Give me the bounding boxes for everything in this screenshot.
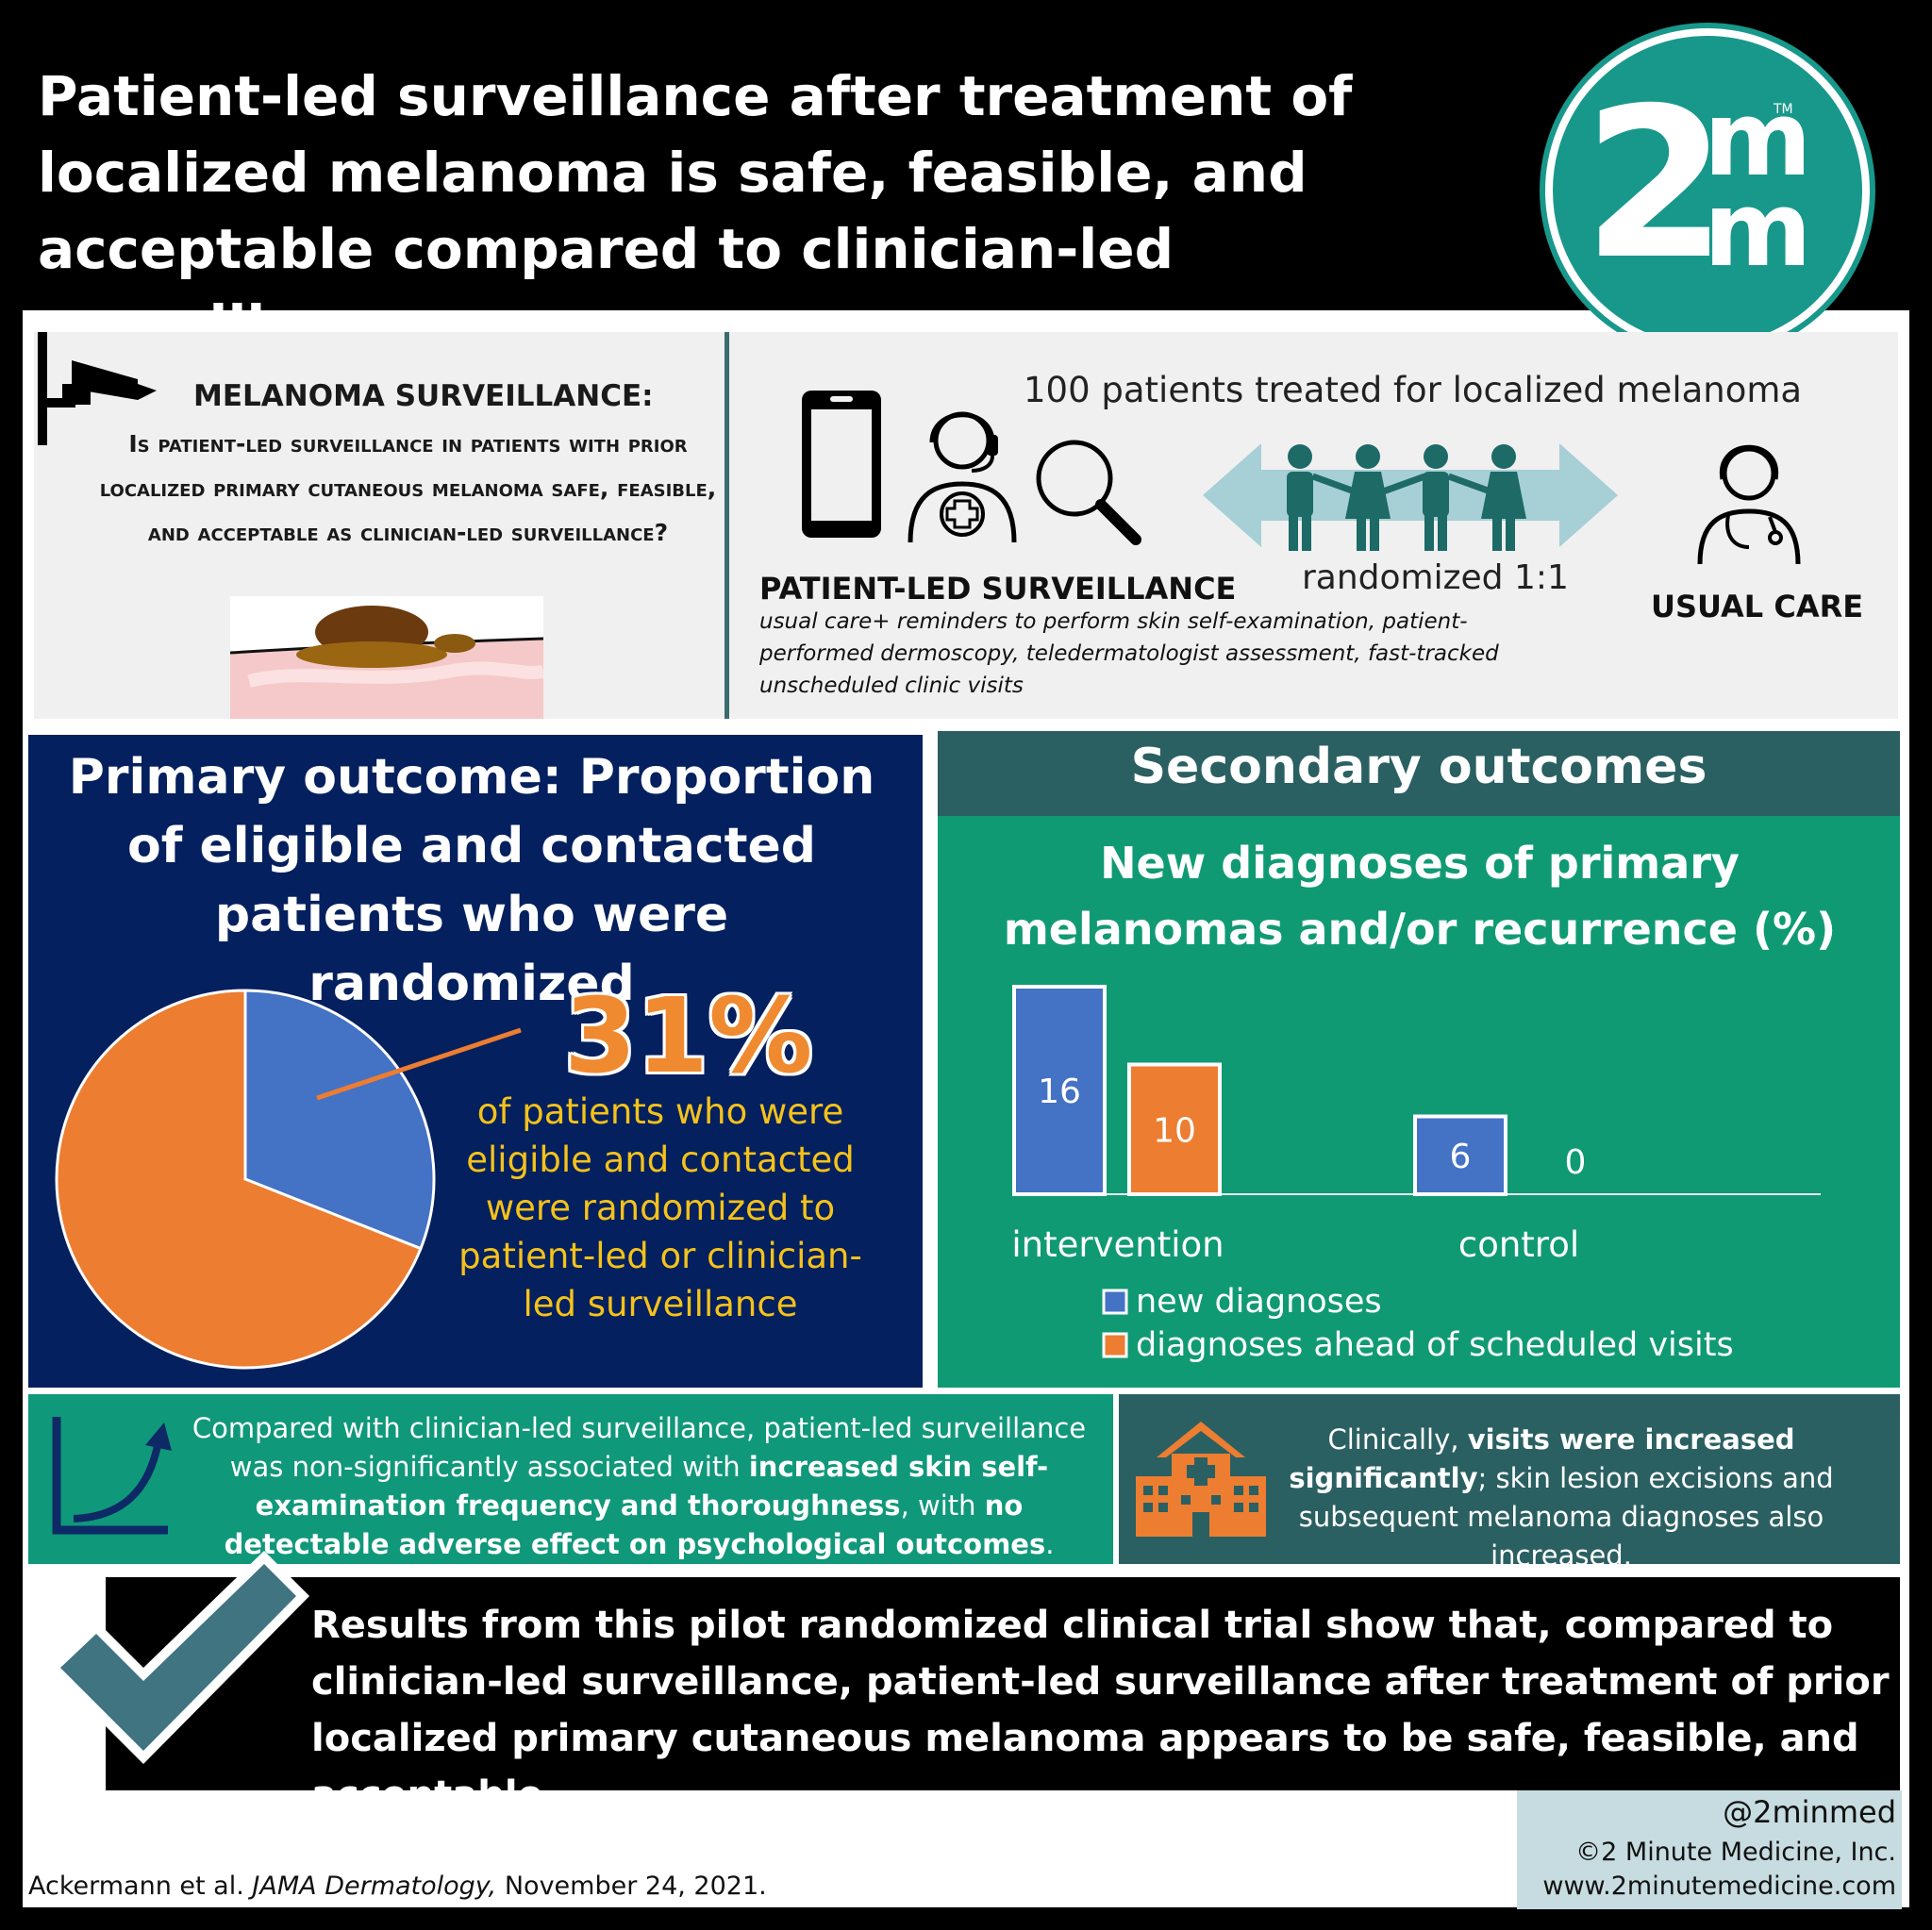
category-label: intervention <box>1011 1224 1224 1265</box>
findings-left-text-part: , with <box>900 1489 985 1522</box>
bar-intervention-1 <box>1127 1062 1222 1196</box>
citation-journal: JAMA Dermatology, <box>252 1872 497 1901</box>
findings-left-panel <box>28 1394 1113 1564</box>
website-link[interactable]: www.2minutemedicine.com <box>1542 1872 1896 1901</box>
sample-size-label: 100 patients treated for localized melan… <box>1024 370 1803 410</box>
doctor-icon <box>1697 444 1801 564</box>
secondary-outcome-bar-chart: 16 10 intervention 6 0 control new diagnoses di… <box>1011 985 1821 1364</box>
logo-numeral: 2 <box>1582 63 1727 305</box>
conclusion-bar <box>106 1577 1900 1790</box>
bar-value-label: 6 <box>1450 1138 1472 1176</box>
primary-outcome-title: Primary outcome: Proportion of eligible … <box>68 749 875 1012</box>
findings-right-text-part: Clinically, <box>1327 1423 1468 1456</box>
findings-left-text-part: Compared with clinician-led surveillance… <box>192 1412 1087 1483</box>
findings-left-text: Compared with clinician-led surveillance… <box>184 1409 1094 1564</box>
legend-swatch <box>1102 1332 1128 1358</box>
findings-right-highlight: visits were increased significantly <box>1289 1423 1795 1494</box>
control-title: USUAL CARE <box>1651 589 1864 624</box>
growth-chart-icon <box>52 1417 172 1535</box>
pie-slice-0 <box>243 989 436 1251</box>
melanoma-lesion-illustration <box>229 596 545 719</box>
hospital-icon <box>1136 1422 1266 1537</box>
primary-outcome-percent: 31% <box>564 975 813 1096</box>
brand-logo <box>1545 28 1870 353</box>
citation-authors: Ackermann et al. <box>28 1872 253 1901</box>
findings-left-highlight-1: increased skin self-examination frequenc… <box>255 1451 1049 1522</box>
findings-right-text-part: ; skin lesion excisions and subsequent m… <box>1298 1462 1834 1572</box>
logo-trademark: TM <box>1774 102 1793 117</box>
pie-slice-1 <box>55 989 423 1370</box>
category-label: control <box>1458 1224 1579 1265</box>
bar-intervention-0 <box>1012 985 1107 1196</box>
primary-outcome-description: of patients who were eligible and contac… <box>458 1091 862 1324</box>
question-title: MELANOMA SURVEILLANCE: <box>193 379 654 413</box>
randomization-label: randomized 1:1 <box>1302 558 1569 597</box>
legend-label: diagnoses ahead of scheduled visits <box>1136 1326 1734 1364</box>
findings-right-text: Clinically, visits were increased signif… <box>1245 1421 1877 1575</box>
panel-divider <box>724 332 729 719</box>
intervention-title: PATIENT-LED SURVEILLANCE <box>759 571 1237 607</box>
question-text: Is patient-led surveillance in patients … <box>99 430 717 546</box>
intervention-description: usual care+ reminders to perform skin se… <box>759 609 1499 698</box>
secondary-outcomes-title: Secondary outcomes <box>1130 739 1707 795</box>
clinician-headset-icon <box>908 411 1017 542</box>
smartphone-icon <box>802 391 881 538</box>
bar-value-label: 0 <box>1565 1143 1587 1182</box>
page-title: Patient-led surveillance after treatment… <box>38 64 1353 358</box>
credit-box <box>1517 1790 1902 1909</box>
callout-line <box>316 1027 522 1101</box>
primary-outcome-pie-chart <box>55 989 436 1370</box>
logo-letter-bottom: m <box>1704 169 1812 290</box>
checkmark-icon <box>47 1551 309 1764</box>
security-camera-icon <box>38 332 157 445</box>
social-handle: @2minmed <box>1723 1794 1896 1830</box>
double-arrow-icon <box>1203 443 1618 547</box>
findings-left-text-part: . <box>1045 1528 1055 1560</box>
bar-value-label: 16 <box>1038 1073 1081 1111</box>
secondary-outcomes-header <box>938 731 1900 816</box>
findings-left-highlight-2: no detectable adverse effect on psycholo… <box>224 1489 1046 1560</box>
legend-label: new diagnoses <box>1136 1283 1382 1321</box>
logo-letter-top: m <box>1704 78 1812 199</box>
citation: Ackermann et al. JAMA Dermatology, Novem… <box>28 1872 767 1901</box>
legend-swatch <box>1102 1289 1128 1315</box>
copyright: ©2 Minute Medicine, Inc. <box>1575 1838 1896 1867</box>
conclusion-text: Results from this pilot randomized clini… <box>311 1604 1890 1817</box>
bar-value-label: 10 <box>1153 1111 1196 1150</box>
magnifier-icon <box>1036 440 1141 545</box>
people-icon <box>1287 444 1526 551</box>
citation-date: November 24, 2021. <box>496 1872 767 1901</box>
bar-control-0 <box>1413 1114 1507 1196</box>
bar-chart-title: New diagnoses of primary melanomas and/o… <box>1003 838 1837 955</box>
